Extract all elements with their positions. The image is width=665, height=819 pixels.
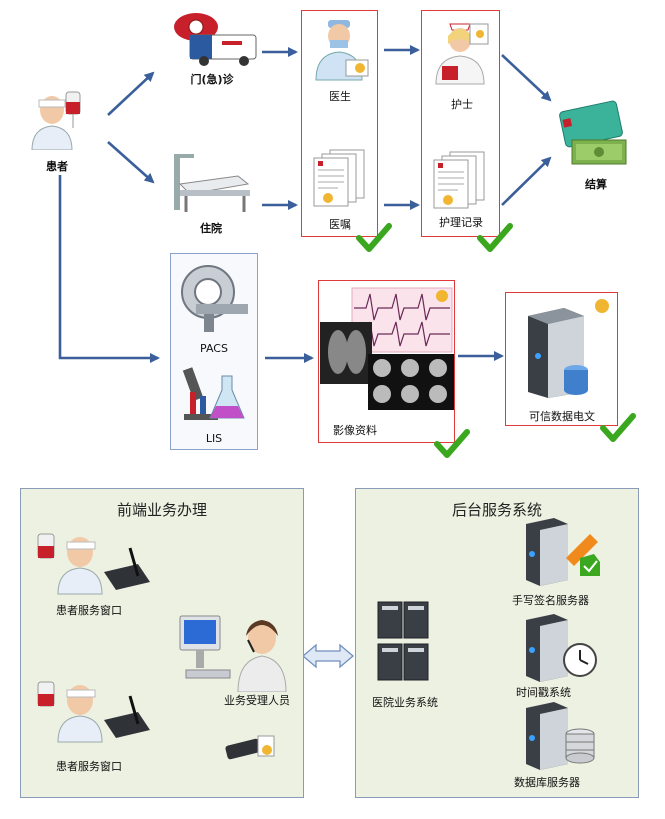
trusted-server-icon — [528, 299, 609, 398]
patient-tablet-icon — [37, 533, 150, 595]
doctor-label: 医生 — [329, 90, 351, 103]
front-panel-title: 前端业务办理 — [116, 501, 207, 519]
check-icon — [600, 413, 636, 442]
check-icon — [434, 429, 470, 458]
timestamp-label: 时间戳系统 — [516, 686, 571, 699]
front-window-top-label: 患者服务窗口 — [56, 604, 122, 617]
lis-node: LIS — [178, 362, 250, 448]
nurse-node: 护士 — [430, 18, 494, 111]
imaging-label: 影像资料 — [333, 424, 377, 437]
settlement-label: 结算 — [585, 178, 607, 191]
lis-label: LIS — [205, 432, 223, 445]
trusted-record-label: 可信数据电文 — [529, 410, 595, 423]
patient-label: 患者 — [46, 160, 68, 173]
check-icon — [477, 223, 513, 252]
arrow-patient-outpatient — [107, 71, 155, 116]
hospital-bed-icon — [174, 154, 250, 212]
card-cash-icon — [559, 100, 627, 165]
arrow-nurse-settle — [501, 54, 552, 102]
doctor-icon — [315, 20, 369, 81]
order-label: 医嘱 — [329, 218, 351, 231]
ct-scanner-icon — [181, 265, 248, 332]
patient-icon — [31, 91, 81, 151]
pacs-label: PACS — [200, 342, 228, 355]
signature-server-label: 手写签名服务器 — [512, 594, 589, 607]
database-server-icon — [526, 702, 595, 770]
arrow-record-settle — [501, 156, 552, 206]
patient-tablet-icon — [37, 681, 150, 743]
order-node: 医嘱 — [308, 146, 372, 231]
signature-server-icon — [526, 518, 600, 586]
nursing-record-icon — [433, 151, 485, 209]
outpatient-label: 门(急)诊 — [190, 73, 234, 86]
usb-key-icon — [225, 735, 275, 760]
check-icon — [356, 223, 392, 252]
imaging-montage-icon — [320, 287, 454, 410]
outpatient-node: 门(急)诊 — [162, 5, 262, 89]
timestamp-node: 时间戳系统 — [512, 612, 622, 702]
database-server-label: 数据库服务器 — [514, 776, 580, 789]
front-window-bottom-label: 患者服务窗口 — [56, 760, 122, 773]
nursing-record-label: 护理记录 — [439, 216, 483, 229]
imaging-node: 影像资料 — [320, 286, 454, 437]
ambulance-phone-icon — [174, 13, 257, 66]
usb-key-node — [222, 728, 280, 768]
server-cluster-icon — [377, 601, 429, 681]
hospital-system-label: 医院业务系统 — [372, 696, 438, 709]
arrow-patient-lab — [58, 175, 160, 363]
arrow-patient-inpatient — [107, 141, 155, 184]
inpatient-node: 住院 — [168, 150, 254, 236]
nurse-label: 护士 — [451, 98, 473, 111]
trusted-record-node: 可信数据电文 — [510, 296, 614, 424]
front-window-top: 患者服务窗口 — [34, 528, 154, 620]
front-staff: 业务受理人员 — [176, 608, 302, 718]
order-documents-icon — [313, 149, 365, 207]
patient-node: 患者 — [22, 88, 92, 173]
pacs-node: PACS — [178, 262, 250, 356]
microscope-flask-icon — [182, 367, 245, 420]
sync-double-arrow — [301, 643, 355, 669]
hospital-system-node: 医院业务系统 — [368, 596, 448, 709]
front-window-bottom: 患者服务窗口 — [34, 676, 154, 776]
database-server-node: 数据库服务器 — [512, 700, 622, 792]
signature-server-node: 手写签名服务器 — [512, 514, 622, 608]
staff-computer-icon — [179, 615, 287, 693]
settlement-node: 结算 — [556, 100, 636, 192]
front-staff-label: 业务受理人员 — [224, 694, 290, 707]
back-panel-title: 后台服务系统 — [451, 501, 542, 519]
nurse-icon — [435, 23, 489, 85]
nursing-record-node: 护理记录 — [428, 150, 494, 230]
doctor-node: 医生 — [310, 18, 370, 104]
timestamp-server-icon — [526, 614, 597, 682]
inpatient-label: 住院 — [200, 222, 222, 235]
